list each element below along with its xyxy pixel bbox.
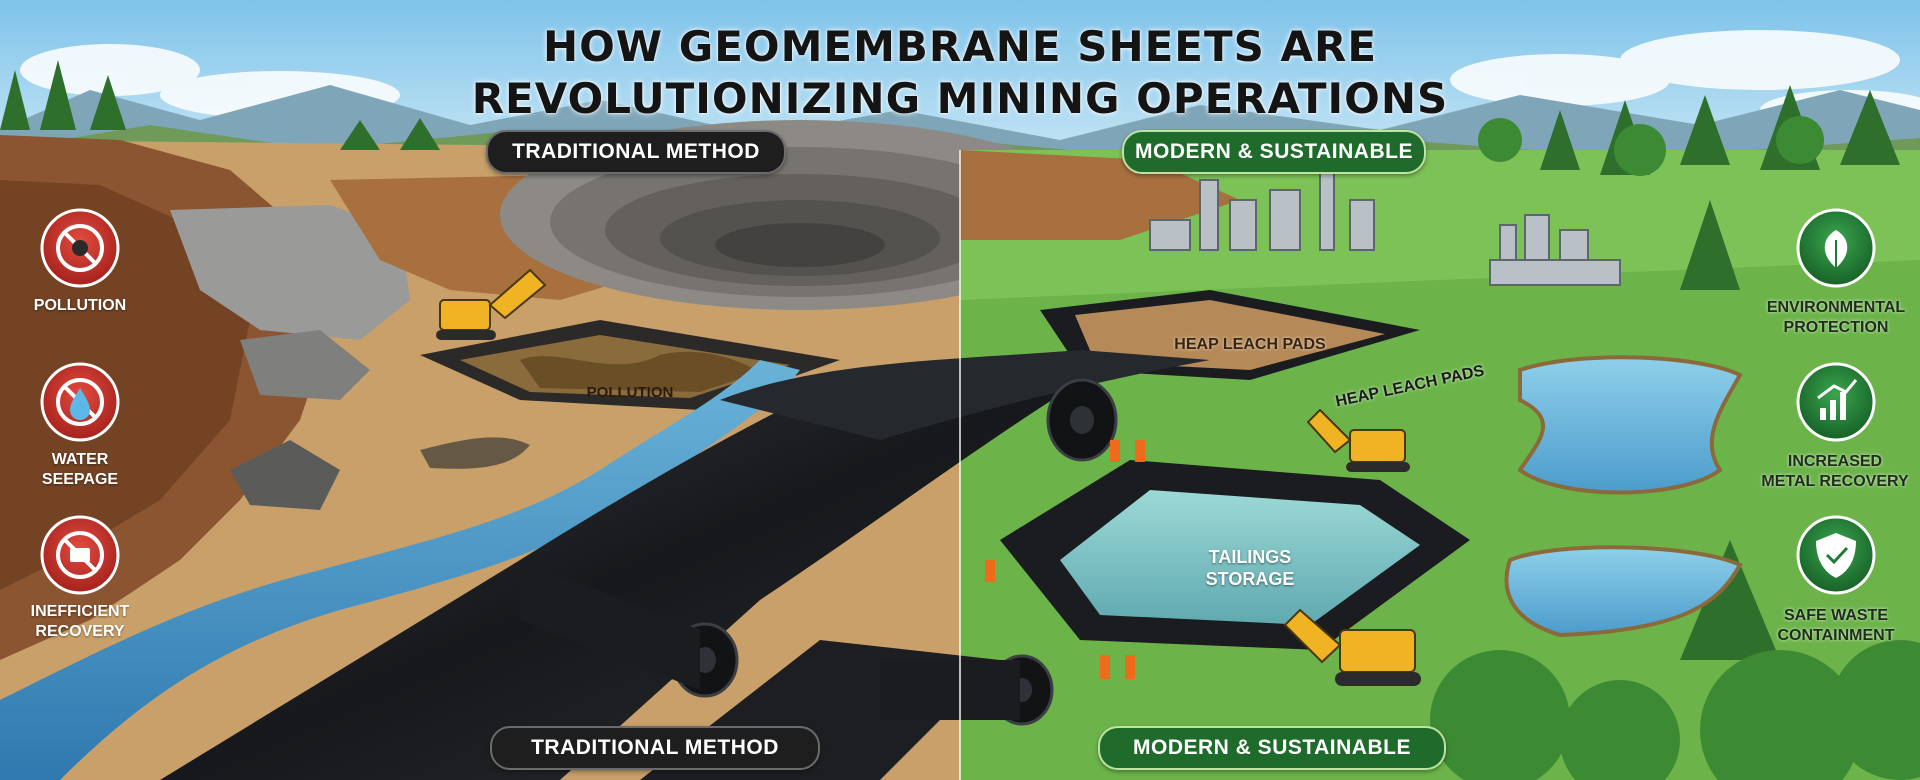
traditional-method-label-top: TRADITIONAL METHOD <box>486 130 786 174</box>
benefit-badge-increased-metal-recovery <box>1796 362 1876 442</box>
benefit-label-environmental-protection: ENVIRONMENTAL PROTECTION <box>1766 299 1906 336</box>
modern-sustainable-label-bottom: MODERN & SUSTAINABLE <box>1098 726 1446 770</box>
open-pit-mine <box>500 120 1100 310</box>
workers <box>985 440 1145 679</box>
benefit-badge-environmental-protection <box>1796 208 1876 288</box>
issue-badge-pollution <box>40 208 120 288</box>
benefit-badge-safe-waste-containment <box>1796 515 1876 595</box>
excavator <box>439 268 1416 673</box>
page-title-line-1: HOW GEOMEMBRANE SHEETS ARE <box>542 22 1378 71</box>
benefit-label-safe-waste-containment: SAFE WASTE CONTAINMENT <box>1777 607 1895 644</box>
tailings-storage-pond <box>1000 460 1470 650</box>
modern-sustainable-label-top: MODERN & SUSTAINABLE <box>1122 130 1426 174</box>
clean-pond-lower <box>1504 545 1743 638</box>
seepage-pool <box>420 437 530 469</box>
issue-label-water-seepage: WATER SEEPAGE <box>41 451 119 488</box>
river <box>0 360 800 780</box>
issue-label-pollution: POLLUTION <box>33 297 127 314</box>
processing-plant <box>1149 169 1621 286</box>
issue-badge-inefficient-recovery <box>40 515 120 595</box>
geomembrane-roll <box>520 378 1118 726</box>
tailings-storage-label: TAILINGS STORAGE <box>1205 547 1295 589</box>
clean-pond-upper <box>1517 355 1743 495</box>
heap-leach-pads-label: HEAP LEACH PADS <box>1174 336 1326 353</box>
traditional-method-label-bottom: TRADITIONAL METHOD <box>490 726 820 770</box>
quarry-rocks <box>170 205 410 340</box>
page-title-line-2: REVOLUTIONIZING MINING OPERATIONS <box>471 74 1449 123</box>
benefit-label-increased-metal-recovery: INCREASED METAL RECOVERY <box>1761 453 1909 490</box>
pit-label-pollution: POLLUTION <box>586 384 674 401</box>
issue-badge-water-seepage <box>40 362 120 442</box>
issue-label-inefficient-recovery: INEFFICIENT RECOVERY <box>30 603 130 640</box>
